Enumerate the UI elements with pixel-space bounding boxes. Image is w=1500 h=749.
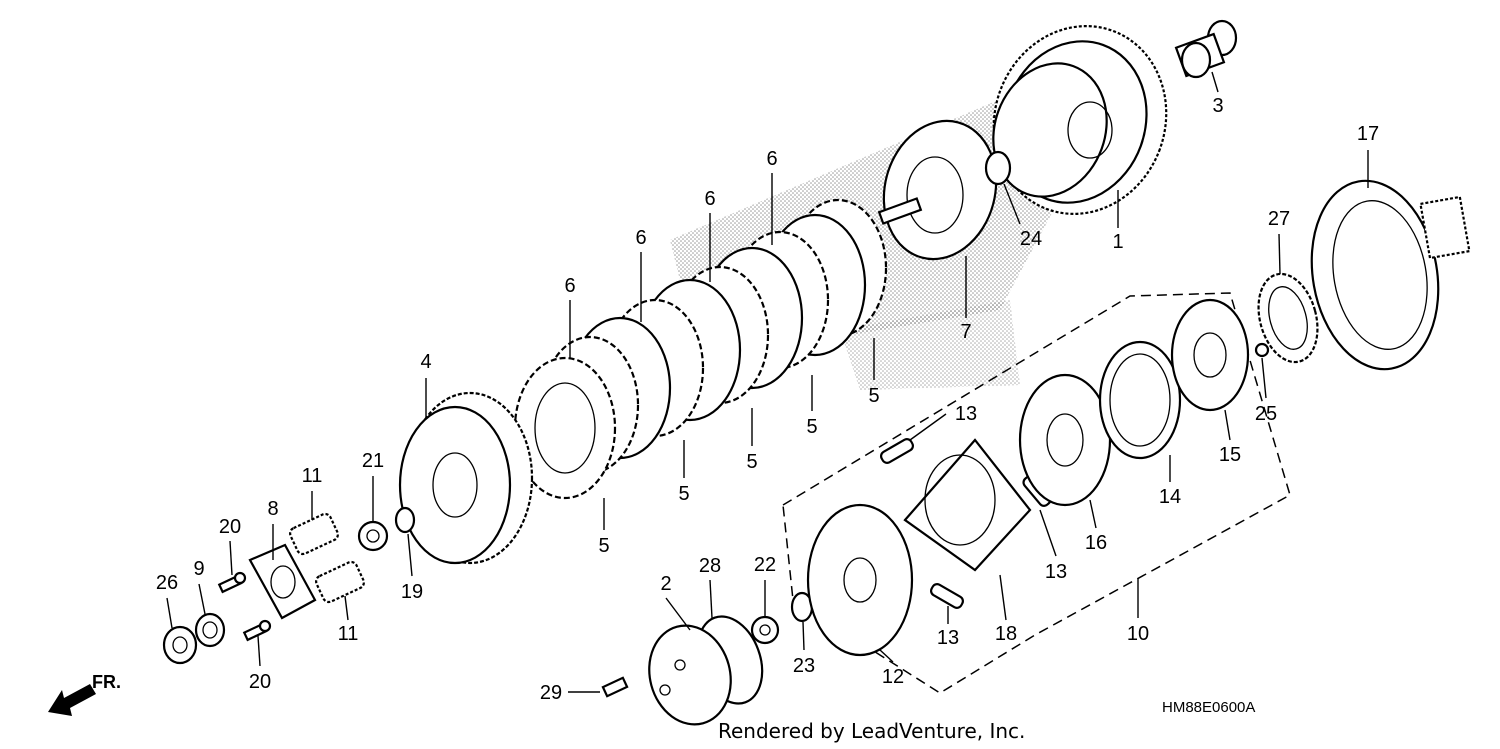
leader-line-23 (802, 621, 805, 651)
callout-label-18: 18 (995, 623, 1017, 645)
callout-label-16: 16 (1085, 532, 1107, 554)
callout-label-12: 12 (882, 666, 904, 688)
callout-label-3: 3 (1212, 95, 1223, 117)
bolt-20-lower (242, 619, 272, 642)
plate-15-part (1170, 298, 1250, 412)
callout-label-6b: 6 (635, 227, 646, 249)
footer-credit: Rendered by LeadVenture, Inc. (718, 719, 1025, 743)
callout-label-5c: 5 (746, 451, 757, 473)
bolt-29-part (601, 676, 629, 698)
leader-line-15 (1224, 409, 1231, 441)
lifter-plate-part (248, 543, 317, 620)
callout-label-13a: 13 (955, 403, 977, 425)
plate-16-part (1018, 373, 1112, 507)
spring-11-upper (289, 512, 339, 556)
leader-line-18 (999, 574, 1007, 621)
bearing-26-part (162, 625, 198, 665)
one-way-bearing-part (1257, 272, 1319, 364)
callout-label-17: 17 (1357, 123, 1379, 145)
pressure-plate-part (877, 119, 998, 261)
washer-19-part (394, 506, 416, 534)
callout-label-26: 26 (156, 572, 178, 594)
callout-label-8: 8 (267, 498, 278, 520)
callout-label-5a: 5 (598, 535, 609, 557)
callout-label-23: 23 (793, 655, 815, 677)
callout-label-20a: 20 (219, 516, 241, 538)
leader-line-27 (1278, 233, 1281, 275)
callout-label-29: 29 (540, 682, 562, 704)
weight-set-part (903, 438, 1032, 572)
spring-11-lower (315, 560, 365, 604)
washer-24-part (984, 150, 1012, 186)
seal-9-part (194, 612, 226, 648)
callout-label-5d: 5 (806, 416, 817, 438)
leader-line-16 (1089, 499, 1097, 529)
callout-label-4: 4 (420, 351, 431, 373)
callout-label-27: 27 (1268, 208, 1290, 230)
callout-label-6c: 6 (704, 188, 715, 210)
clutch-center-part (398, 391, 534, 565)
leader-line-12 (879, 649, 894, 663)
drive-plate-part (806, 503, 914, 657)
leader-line-2 (665, 597, 691, 631)
front-direction-arrow: FR. (48, 672, 121, 716)
leader-line-3 (1211, 71, 1219, 93)
ring-14-part (1098, 340, 1182, 460)
leader-line-24 (1003, 183, 1021, 225)
callout-label-14: 14 (1159, 486, 1181, 508)
bolt-20-upper (217, 571, 247, 594)
leader-line-19 (407, 533, 413, 577)
callout-label-13b: 13 (1045, 561, 1067, 583)
leader-line-20b (257, 635, 261, 667)
callout-label-9: 9 (193, 558, 204, 580)
callout-label-7: 7 (960, 321, 971, 343)
callout-label-1: 1 (1112, 231, 1123, 253)
leader-line-13a (909, 413, 947, 441)
front-direction-label: FR. (92, 672, 121, 692)
leader-lines (166, 71, 1369, 693)
callout-label-22: 22 (754, 554, 776, 576)
leader-line-11b (344, 595, 349, 621)
clutch-plate-stack (513, 198, 888, 500)
circlip-25-part (1254, 342, 1270, 358)
callout-label-25: 25 (1255, 403, 1277, 425)
clutch-outer-part (992, 25, 1168, 215)
callout-label-28: 28 (699, 555, 721, 577)
cover-2-part (648, 615, 764, 726)
callout-label-2: 2 (660, 573, 671, 595)
drive-housing-part (1310, 179, 1471, 371)
leader-line-26 (166, 597, 173, 629)
callout-label-10: 10 (1127, 623, 1149, 645)
callout-label-24: 24 (1020, 228, 1042, 250)
leader-line-20a (229, 540, 233, 576)
callout-label-6a: 6 (564, 275, 575, 297)
nut-21-part (357, 520, 389, 552)
callout-label-20b: 20 (249, 671, 271, 693)
spring-13-top (880, 438, 914, 464)
spring-13-bottom (930, 583, 964, 609)
leader-line-28 (709, 579, 713, 619)
callout-labels: 1234555556666789101111121313131415161718… (156, 95, 1379, 704)
callout-label-6d: 6 (766, 148, 777, 170)
callout-label-5e: 5 (868, 385, 879, 407)
leader-line-13b (1039, 509, 1057, 557)
callout-label-11b: 11 (338, 623, 359, 645)
drawing-code: HM88E0600A (1162, 699, 1255, 716)
leader-line-25 (1261, 357, 1267, 399)
callout-label-11a: 11 (302, 465, 323, 487)
callout-label-13c: 13 (937, 627, 959, 649)
collar-part (1174, 19, 1238, 79)
nut-22-part (750, 615, 780, 645)
callout-label-19: 19 (401, 581, 423, 603)
callout-label-21: 21 (362, 450, 384, 472)
callout-label-15: 15 (1219, 444, 1241, 466)
callout-label-5b: 5 (678, 483, 689, 505)
assembly-10-outline (782, 292, 1291, 694)
leader-line-9 (198, 583, 206, 615)
